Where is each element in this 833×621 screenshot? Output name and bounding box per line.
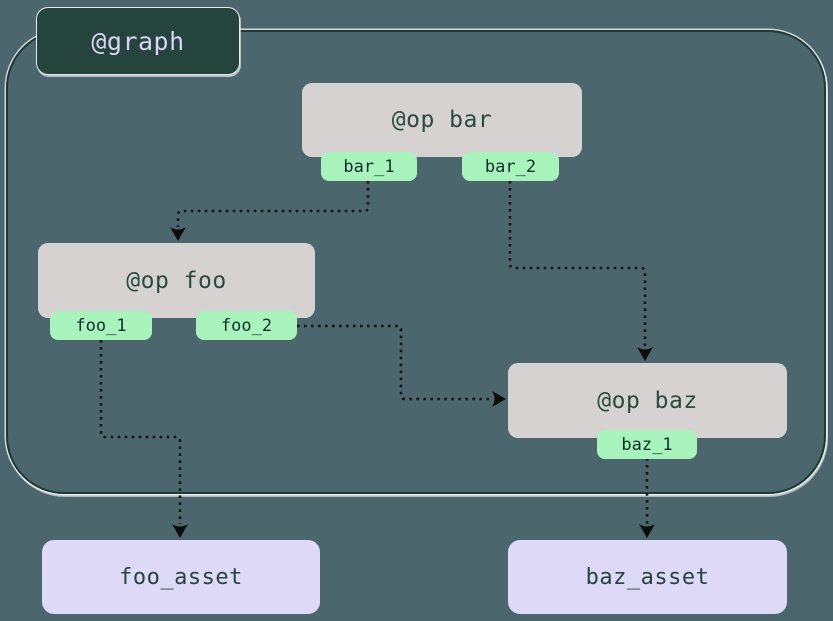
output-tag-bar-2-label: bar_2 (484, 156, 537, 177)
graph-boundary (6, 30, 826, 494)
asset-node-foo-asset: foo_asset (42, 540, 320, 614)
edge-foo1-to-foo-asset (99, 340, 188, 538)
output-tag-foo-2-label: foo_2 (220, 315, 273, 336)
output-tag-bar-1: bar_1 (321, 152, 417, 181)
graph-label: @graph (36, 7, 240, 75)
op-node-bar: @op bar (302, 83, 582, 157)
output-tag-baz-1-label: baz_1 (621, 434, 673, 455)
output-tag-bar-1-label: bar_1 (343, 156, 395, 177)
op-baz-label: @op baz (597, 387, 698, 414)
output-tag-bar-2: bar_2 (462, 152, 559, 181)
edge-bar1-to-foo (170, 181, 370, 241)
op-node-baz: @op baz (508, 363, 787, 438)
op-bar-label: @op bar (391, 107, 493, 133)
asset-baz-label: baz_asset (585, 564, 710, 590)
op-foo-label: @op foo (126, 267, 227, 294)
output-tag-foo-1: foo_1 (50, 311, 152, 340)
edge-bar2-to-baz (508, 181, 653, 361)
output-tag-foo-2: foo_2 (196, 311, 297, 340)
output-tag-foo-1-label: foo_1 (75, 315, 127, 336)
edge-foo2-to-baz (297, 324, 506, 407)
output-tag-baz-1: baz_1 (597, 430, 697, 459)
asset-node-baz-asset: baz_asset (508, 540, 787, 614)
op-node-foo: @op foo (38, 243, 315, 318)
edge-baz1-to-baz-asset (639, 458, 655, 538)
asset-foo-label: foo_asset (119, 564, 243, 590)
graph-label-text: @graph (91, 26, 185, 56)
